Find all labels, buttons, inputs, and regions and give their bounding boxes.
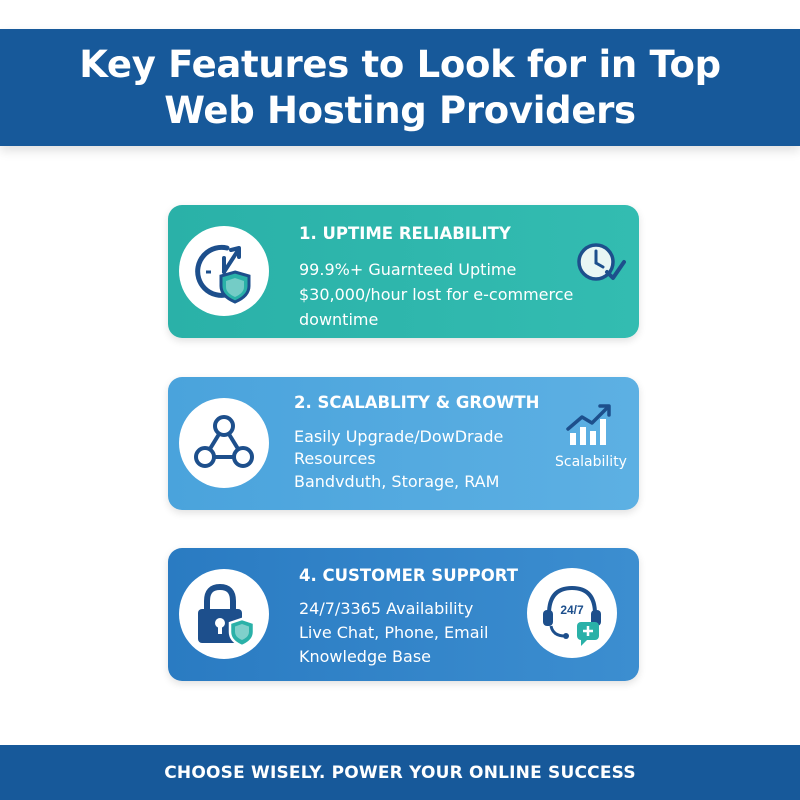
title-banner: Key Features to Look for in Top Web Host… [0, 29, 800, 146]
scalability-icon-circle [179, 398, 269, 488]
footer-tagline: CHOOSE WISELY. POWER YOUR ONLINE SUCCESS [164, 762, 636, 783]
uptime-line-2: $30,000/hour lost for e-commerce [299, 285, 574, 304]
clock-shield-icon [195, 244, 251, 304]
scalability-title: 2. SCALABLITY & GROWTH [294, 393, 540, 412]
uptime-icon-circle [179, 226, 269, 316]
page-title-line-1: Key Features to Look for in Top [79, 42, 721, 86]
clock-check-icon [577, 243, 626, 281]
scalability-line-1: Easily Upgrade/DowDrade [294, 427, 504, 446]
growth-chart-icon [566, 404, 611, 445]
support-line-2: Live Chat, Phone, Email [299, 623, 489, 642]
scalability-line-2: Resources [294, 449, 376, 468]
scalability-line-3: Bandvduth, Storage, RAM [294, 472, 500, 491]
page-title-line-2: Web Hosting Providers [164, 88, 636, 132]
feature-card-uptime: 1. UPTIME RELIABILITY 99.9%+ Guarnteed U… [168, 205, 639, 338]
scalability-label: Scalability [555, 454, 627, 470]
footer-banner: CHOOSE WISELY. POWER YOUR ONLINE SUCCESS [0, 745, 800, 800]
feature-card-support: 4. CUSTOMER SUPPORT 24/7/3365 Availabili… [168, 548, 639, 681]
support-side-icon-circle: 24/7 [527, 568, 617, 658]
support-icon-circle [179, 569, 269, 659]
uptime-title: 1. UPTIME RELIABILITY [299, 224, 511, 243]
support-line-3: Knowledge Base [299, 647, 431, 666]
support-line-1: 24/7/3365 Availability [299, 599, 474, 618]
network-nodes-icon [194, 415, 254, 468]
uptime-line-1: 99.9%+ Guarnteed Uptime [299, 260, 517, 279]
feature-card-scalability: 2. SCALABLITY & GROWTH Easily Upgrade/Do… [168, 377, 639, 510]
support-title: 4. CUSTOMER SUPPORT [299, 566, 519, 585]
headset-support-icon: 24/7 [543, 585, 601, 646]
lock-shield-icon [198, 583, 256, 648]
support-247-label: 24/7 [560, 603, 584, 617]
uptime-line-3: downtime [299, 310, 379, 329]
